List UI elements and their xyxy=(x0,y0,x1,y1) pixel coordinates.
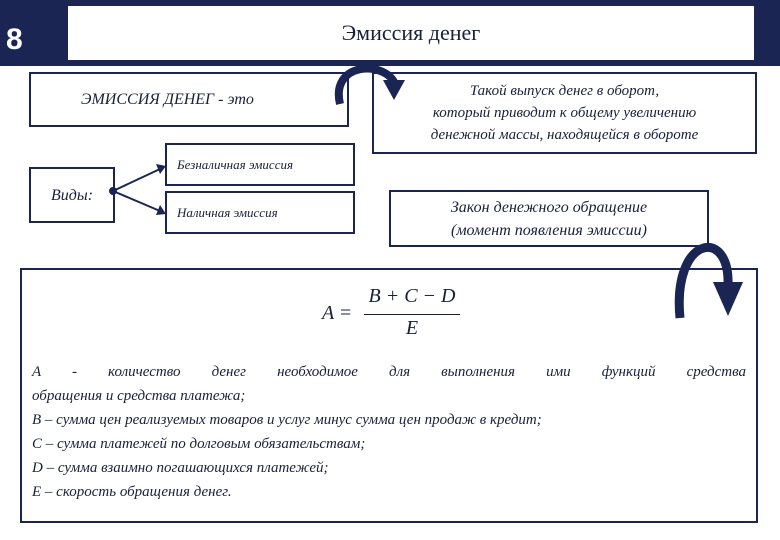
def-c: С – сумма платежей по долговым обязатель… xyxy=(32,436,366,452)
law-box: Закон денежного обращение (момент появле… xyxy=(389,190,709,247)
law-line-1: Закон денежного обращение xyxy=(450,199,648,216)
formula: A = B + C − D E xyxy=(320,282,480,352)
branch-line-lower xyxy=(112,190,161,212)
variable-definitions: A - количество денег необходимое для вып… xyxy=(32,360,746,504)
branch-line-upper xyxy=(112,168,161,192)
formula-lhs: A xyxy=(322,302,335,324)
def-e: Е – скорость обращения денег. xyxy=(32,484,232,500)
formula-panel xyxy=(20,268,758,523)
type-cash-emission: Наличная эмиссия xyxy=(165,191,355,234)
formula-denominator: E xyxy=(405,317,419,339)
formula-equals: = xyxy=(340,302,352,324)
def-a-line-2: обращения и средства платежа; xyxy=(32,388,246,404)
law-line-2: (момент появления эмиссии) xyxy=(451,222,647,239)
explanation-line-2: который приводит к общему увеличению xyxy=(432,105,697,121)
def-a-line-1: A - количество денег необходимое для вып… xyxy=(32,364,746,380)
types-label: Виды: xyxy=(29,167,115,223)
slide-number: 8 xyxy=(6,23,23,56)
definition-explanation: Такой выпуск денег в оборот, который при… xyxy=(372,72,757,154)
formula-numerator: B + C − D xyxy=(368,285,456,307)
definition-term: ЭМИССИЯ ДЕНЕГ - это xyxy=(29,72,349,127)
type-noncash-emission: Безналичная эмиссия xyxy=(165,143,355,186)
slide-title: Эмиссия денег xyxy=(66,4,756,62)
def-d: D – сумма взаимно погашающихся платежей; xyxy=(32,460,329,476)
formula-fraction-bar xyxy=(364,314,460,315)
def-b: В – сумма цен реализуемых товаров и услу… xyxy=(32,412,542,428)
explanation-line-1: Такой выпуск денег в оборот, xyxy=(469,83,660,99)
explanation-line-3: денежной массы, находящейся в обороте xyxy=(430,127,699,143)
